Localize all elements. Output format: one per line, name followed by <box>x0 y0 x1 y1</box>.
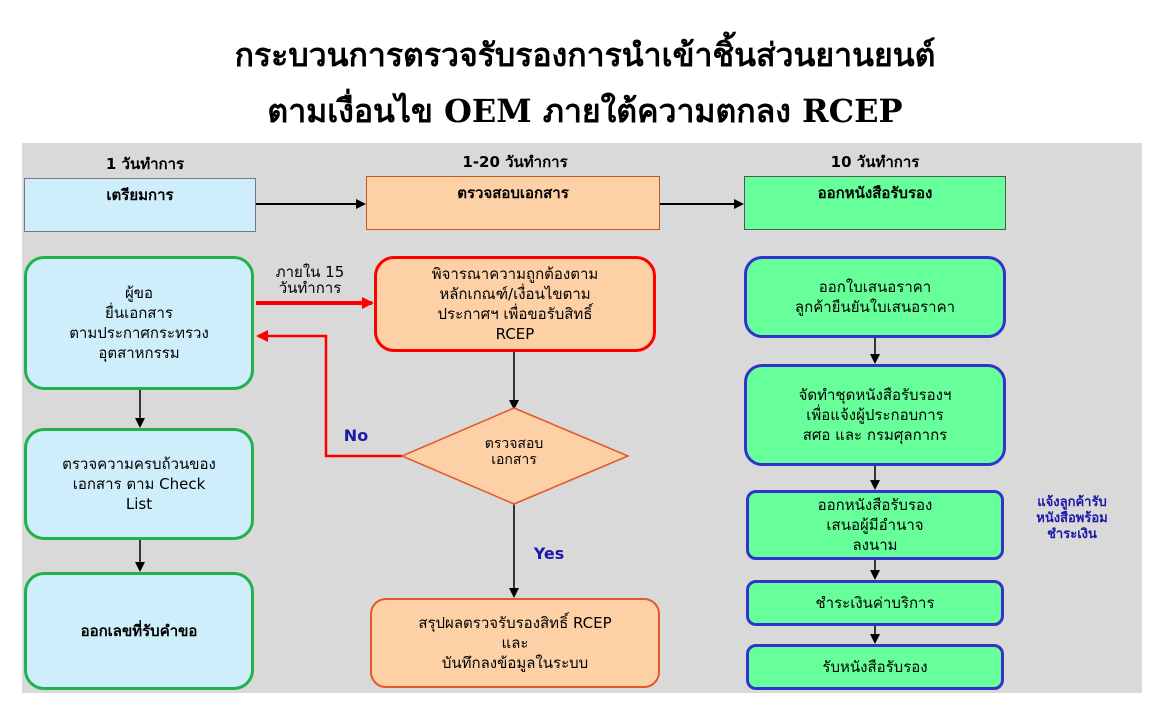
step-pay-service-fee: ชำระเงินค่าบริการ <box>746 580 1004 626</box>
label-within-15-days: ภายใน 15 วันทำการ <box>275 263 345 297</box>
header-check-documents: ตรวจสอบเอกสาร <box>366 176 660 230</box>
label-no: No <box>343 426 369 445</box>
column-days-prepare: 1 วันทำการ <box>105 155 185 173</box>
decision-label: ตรวจสอบ เอกสาร <box>484 436 544 468</box>
header-prepare: เตรียมการ <box>24 178 256 232</box>
step-review-criteria: พิจารณาความถูกต้องตาม หลักเกณฑ์/เงื่อนไข… <box>374 256 656 352</box>
arrow-no-return <box>256 330 402 458</box>
header-issue-certificate: ออกหนังสือรับรอง <box>744 176 1006 230</box>
column-days-check: 1-20 วันทำการ <box>462 153 568 171</box>
step-issue-for-signature: ออกหนังสือรับรอง เสนอผู้มีอำนาจ ลงนาม <box>746 490 1004 560</box>
step-prepare-certificate-set: จัดทำชุดหนังสือรับรองฯ เพื่อแจ้งผู้ประกอ… <box>744 364 1006 466</box>
diagram-title-line2: ตามเงื่อนไข OEM ภายใต้ความตกลง RCEP <box>267 92 903 130</box>
label-notify-customer: แจ้งลูกค้ารับ หนังสือพร้อม ชำระเงิน <box>1036 495 1108 542</box>
decision-diamond <box>400 407 630 505</box>
step-check-completeness: ตรวจความครบถ้วนของ เอกสาร ตาม Check List <box>24 428 254 540</box>
label-yes: Yes <box>533 544 565 563</box>
step-quotation: ออกใบเสนอราคา ลูกค้ายืนยันใบเสนอราคา <box>744 256 1006 338</box>
step-issue-request-number: ออกเลขที่รับคำขอ <box>24 572 254 690</box>
diagram-title-line1: กระบวนการตรวจรับรองการนำเข้าชิ้นส่วนยานย… <box>234 36 936 74</box>
step-summarize-result: สรุปผลตรวจรับรองสิทธิ์ RCEP และ บันทึกลง… <box>370 598 660 688</box>
column-days-issue: 10 วันทำการ <box>830 153 920 171</box>
step-submit-documents: ผู้ขอ ยื่นเอกสาร ตามประกาศกระทรวง อุตสาห… <box>24 256 254 390</box>
step-receive-certificate: รับหนังสือรับรอง <box>746 644 1004 690</box>
